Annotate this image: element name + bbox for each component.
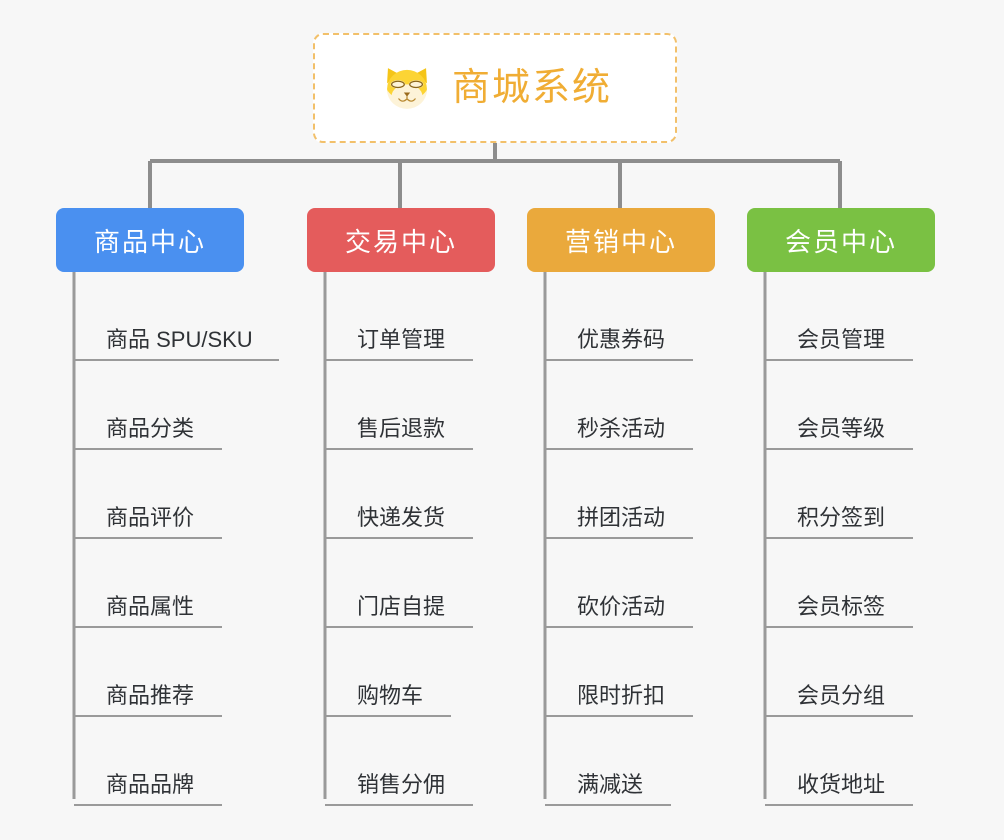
leaf-label: 商品推荐 — [106, 682, 195, 708]
leaf-label: 限时折扣 — [577, 682, 666, 708]
leaf-item[interactable]: 拼团活动 — [545, 450, 693, 539]
leaf-item[interactable]: 满减送 — [545, 717, 671, 806]
leaf-item[interactable]: 会员分组 — [765, 628, 913, 717]
leaf-label: 拼团活动 — [577, 504, 666, 530]
category-label-1: 商品中心 — [93, 226, 206, 257]
leaf-item[interactable]: 收货地址 — [765, 717, 913, 806]
leaf-item[interactable]: 积分签到 — [765, 450, 913, 539]
leaf-label: 购物车 — [357, 682, 424, 708]
leaf-label: 满减送 — [577, 771, 644, 797]
shiba-dog-face-icon — [387, 68, 427, 109]
leaf-item[interactable]: 购物车 — [325, 628, 451, 717]
leaf-item[interactable]: 优惠券码 — [545, 272, 693, 361]
root-node[interactable]: 商城系统 — [313, 33, 677, 143]
leaf-item[interactable]: 销售分佣 — [325, 717, 473, 806]
leaf-label: 商品品牌 — [106, 771, 195, 797]
leaf-label: 快递发货 — [357, 504, 446, 530]
leaf-item[interactable]: 商品评价 — [74, 450, 222, 539]
leaf-item[interactable]: 快递发货 — [325, 450, 473, 539]
category-box-1[interactable]: 商品中心 — [56, 208, 244, 272]
leaf-label: 订单管理 — [357, 326, 446, 352]
category-box-3[interactable]: 营销中心 — [527, 208, 715, 272]
leaf-label: 积分签到 — [797, 504, 886, 530]
leaf-label: 收货地址 — [797, 771, 886, 797]
leaf-label: 门店自提 — [357, 593, 446, 619]
leaf-label: 砍价活动 — [577, 593, 666, 619]
leaf-label: 优惠券码 — [577, 326, 666, 352]
leaf-item[interactable]: 商品属性 — [74, 539, 222, 628]
leaf-label: 商品评价 — [106, 504, 195, 530]
leaf-item[interactable]: 会员管理 — [765, 272, 913, 361]
leaf-item[interactable]: 砍价活动 — [545, 539, 693, 628]
leaf-label: 销售分佣 — [357, 771, 446, 797]
leaf-item[interactable]: 订单管理 — [325, 272, 473, 361]
leaf-item[interactable]: 限时折扣 — [545, 628, 693, 717]
leaf-label: 秒杀活动 — [577, 415, 666, 441]
leaf-label: 商品 SPU/SKU — [106, 326, 253, 352]
leaf-item[interactable]: 会员等级 — [765, 361, 913, 450]
leaf-item[interactable]: 商品品牌 — [74, 717, 222, 806]
root-title: 商城系统 — [451, 67, 612, 109]
leaf-item[interactable]: 秒杀活动 — [545, 361, 693, 450]
leaf-item[interactable]: 门店自提 — [325, 539, 473, 628]
leaf-item[interactable]: 会员标签 — [765, 539, 913, 628]
leaf-label: 会员等级 — [797, 415, 886, 441]
category-label-3: 营销中心 — [564, 226, 677, 257]
leaf-item[interactable]: 商品推荐 — [74, 628, 222, 717]
leaf-item[interactable]: 售后退款 — [325, 361, 473, 450]
leaf-label: 会员管理 — [797, 326, 886, 352]
category-label-2: 交易中心 — [344, 226, 457, 257]
category-box-4[interactable]: 会员中心 — [747, 208, 935, 272]
leaf-label: 会员标签 — [797, 593, 886, 619]
leaf-item[interactable]: 商品 SPU/SKU — [74, 272, 279, 361]
leaf-label: 商品属性 — [106, 593, 195, 619]
leaf-item[interactable]: 商品分类 — [74, 361, 222, 450]
leaf-label: 售后退款 — [357, 415, 446, 441]
leaf-label: 商品分类 — [106, 415, 195, 441]
category-box-2[interactable]: 交易中心 — [307, 208, 495, 272]
category-label-4: 会员中心 — [784, 226, 897, 257]
leaf-label: 会员分组 — [797, 682, 886, 708]
